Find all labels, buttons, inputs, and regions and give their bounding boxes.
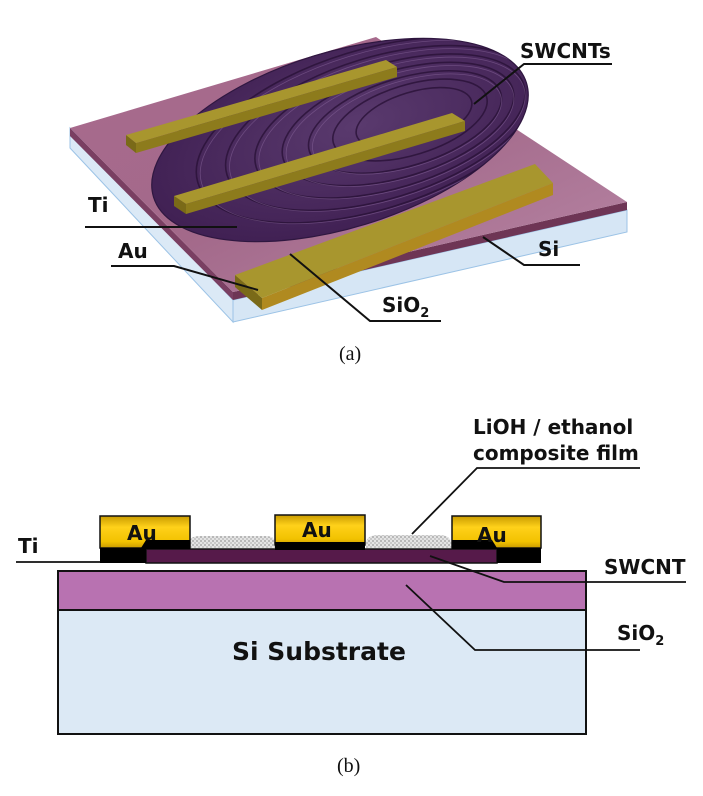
leader-sio2-b [405, 584, 640, 651]
leader-film [411, 467, 640, 535]
au-electrode-back [126, 60, 397, 153]
au-label-right: Au [477, 523, 507, 547]
composite-film-left [190, 536, 275, 548]
label-sio2-a: SiO2 [382, 293, 429, 321]
ti-layer-right [452, 540, 541, 563]
label-sio2-a-base: SiO [382, 293, 420, 317]
panel-b-cross-section: Au Au Au LiOH / ethanol composite film T… [16, 415, 686, 735]
caption-a: (a) [339, 343, 361, 365]
label-swcnt: SWCNT [604, 555, 686, 579]
leader-si [482, 236, 580, 266]
sio2-layer [57, 570, 587, 611]
label-si: Si [538, 237, 559, 261]
label-sio2-b: SiO2 [617, 621, 664, 649]
au-pad-middle [274, 514, 366, 546]
si-substrate [57, 609, 587, 735]
electrode-left: Au [99, 515, 191, 563]
electrode-right: Au [451, 515, 542, 563]
au-label-left: Au [127, 521, 157, 545]
label-au-a: Au [118, 239, 148, 263]
electrode-middle: Au [274, 514, 366, 550]
label-ti-a: Ti [88, 193, 109, 217]
leader-au [111, 265, 259, 291]
sio2-left-edge [70, 128, 233, 300]
composite-film-right [366, 535, 452, 548]
label-sio2-a-sub: 2 [420, 306, 429, 321]
leader-sio2 [289, 253, 441, 322]
label-sio2-b-base: SiO [617, 621, 655, 645]
caption-b: (b) [337, 755, 360, 777]
au-label-middle: Au [302, 518, 332, 542]
au-electrode-middle [174, 113, 465, 214]
leader-swcnts [473, 63, 612, 105]
au-pad-right [451, 515, 542, 549]
label-sio2-b-sub: 2 [655, 634, 664, 649]
label-swcnts: SWCNTs [520, 39, 611, 63]
leader-swcnt [429, 555, 686, 583]
label-ti-b: Ti [18, 534, 39, 558]
ti-layer-middle [275, 542, 365, 550]
label-film-line1: LiOH / ethanol [473, 415, 633, 439]
label-film-line2: composite film [473, 441, 639, 465]
panel-a-device-3d: SWCNTs Ti Au Si SiO2 [69, 36, 628, 324]
label-si-substrate: Si Substrate [232, 637, 406, 666]
au-electrode-front [235, 164, 553, 310]
